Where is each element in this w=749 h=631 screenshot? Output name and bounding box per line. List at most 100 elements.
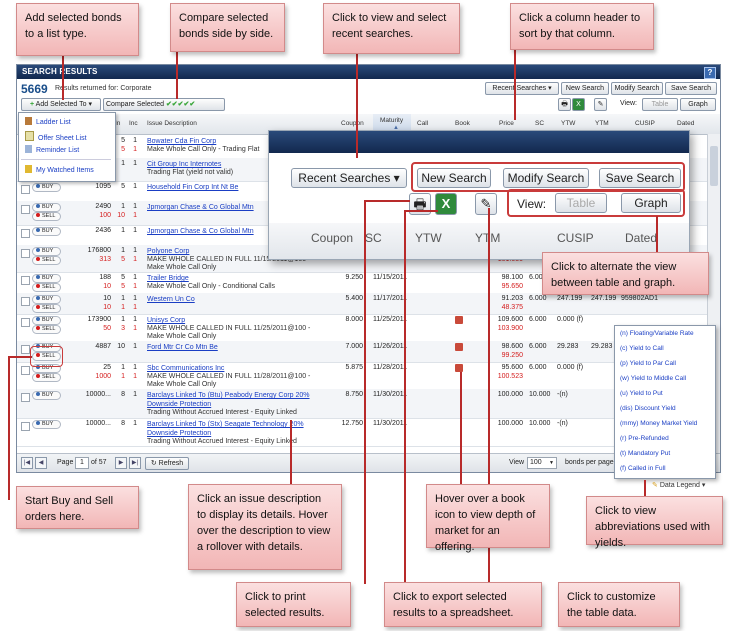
col-header-ytw[interactable]: YTW bbox=[561, 120, 576, 127]
print-icon[interactable]: 🖶 bbox=[558, 98, 571, 111]
row-checkbox[interactable] bbox=[21, 345, 30, 354]
buy-button[interactable]: BUY bbox=[32, 364, 61, 373]
row-checkbox[interactable] bbox=[21, 366, 30, 375]
sell-button[interactable]: SELL bbox=[32, 325, 61, 334]
graph-view-button-small[interactable]: Graph bbox=[680, 98, 716, 111]
refresh-button[interactable]: ↻ Refresh bbox=[145, 457, 189, 470]
data-legend-button[interactable]: ✎ Data Legend ▾ bbox=[652, 481, 705, 489]
issue-description-link[interactable]: Jpmorgan Chase & Co Global Mtn bbox=[147, 204, 254, 211]
page-number-input[interactable]: 1 bbox=[75, 457, 89, 469]
sell-button[interactable]: SELL bbox=[32, 283, 61, 292]
sell-button[interactable]: SELL bbox=[32, 212, 61, 221]
col-header-dated[interactable]: Dated bbox=[677, 120, 695, 127]
col-header-issue-description[interactable]: Issue Description bbox=[147, 120, 197, 127]
recent-searches-button-small[interactable]: Recent Searches ▾ bbox=[485, 82, 559, 95]
buy-button[interactable]: BUY bbox=[32, 203, 61, 212]
save-search-button[interactable]: Save Search bbox=[599, 168, 681, 188]
table-view-button[interactable]: Table bbox=[555, 193, 607, 213]
col-header-sc[interactable]: SC bbox=[535, 120, 545, 127]
dropdown-item-offer-sheet[interactable]: Offer Sheet List bbox=[25, 131, 87, 142]
sell-button[interactable]: SELL bbox=[32, 256, 61, 265]
col-header-price[interactable]: Price bbox=[499, 120, 514, 127]
col-header-maturity[interactable]: Maturity bbox=[380, 117, 404, 124]
book-icon[interactable] bbox=[455, 343, 463, 351]
buy-button[interactable]: BUY bbox=[32, 391, 61, 400]
dropdown-item-watched-items[interactable]: My Watched Items bbox=[25, 165, 94, 174]
row-checkbox[interactable] bbox=[21, 393, 30, 402]
row-checkbox[interactable] bbox=[21, 276, 30, 285]
col-header-inc[interactable]: Inc bbox=[129, 120, 138, 127]
issue-description-link[interactable]: Trailer Bridge bbox=[147, 275, 189, 282]
modify-search-button-small[interactable]: Modify Search bbox=[611, 82, 663, 95]
buy-button[interactable]: BUY bbox=[32, 274, 61, 283]
print-icon-large[interactable]: 🖶 bbox=[409, 193, 431, 215]
buy-button[interactable]: BUY bbox=[32, 227, 61, 236]
book-icon[interactable] bbox=[455, 316, 463, 324]
col-header-ytm[interactable]: YTM bbox=[595, 120, 609, 127]
issue-description-link[interactable]: Western Un Co bbox=[147, 296, 195, 303]
buy-button[interactable]: BUY bbox=[32, 295, 61, 304]
dropdown-item-reminder-list[interactable]: Reminder List bbox=[25, 145, 79, 154]
help-icon[interactable]: ? bbox=[704, 67, 716, 79]
scroll-thumb[interactable] bbox=[710, 146, 718, 186]
col-header-call[interactable]: Call bbox=[417, 120, 429, 127]
customize-table-icon[interactable]: ✎ bbox=[594, 98, 607, 111]
customize-icon-large[interactable]: ✎ bbox=[475, 193, 497, 215]
issue-description-link[interactable]: Barclays Linked To (Stx) Seagate Technol… bbox=[147, 421, 304, 437]
new-search-button-small[interactable]: New Search bbox=[561, 82, 609, 95]
row-checkbox[interactable] bbox=[21, 205, 30, 214]
buy-button[interactable]: BUY bbox=[32, 316, 61, 325]
issue-description-link[interactable]: Jpmorgan Chase & Co Global Mtn bbox=[147, 228, 254, 235]
recent-searches-button[interactable]: Recent Searches ▾ bbox=[291, 168, 407, 188]
row-checkbox[interactable] bbox=[21, 422, 30, 431]
buy-button[interactable]: BUY bbox=[32, 247, 61, 256]
first-page-icon[interactable]: |◀ bbox=[21, 457, 33, 469]
buy-button[interactable]: BUY bbox=[32, 183, 61, 192]
price-bid: 99.250 bbox=[501, 352, 523, 359]
compare-selected-button[interactable]: Compare Selected ✔✔✔✔✔ bbox=[103, 98, 225, 111]
col-header-coupon[interactable]: Coupon bbox=[341, 120, 364, 127]
add-selected-to-button[interactable]: + Add Selected To ▾ bbox=[21, 98, 101, 111]
table-view-button-small[interactable]: Table bbox=[642, 98, 678, 111]
next-page-icon[interactable]: ▶ bbox=[115, 457, 127, 469]
export-spreadsheet-icon[interactable]: X bbox=[572, 98, 585, 111]
row-checkbox[interactable] bbox=[21, 318, 30, 327]
book-icon[interactable] bbox=[455, 364, 463, 372]
col-header-book[interactable]: Book bbox=[455, 120, 470, 127]
issue-description-link[interactable]: Polyone Corp bbox=[147, 248, 190, 255]
issue-description-link[interactable]: Ford Mtr Cr Co Mtn Be bbox=[147, 344, 218, 351]
sell-button[interactable]: SELL bbox=[32, 304, 61, 313]
issue-description-link[interactable]: Cit Group Inc Internotes bbox=[147, 161, 222, 168]
sell-button[interactable]: SELL bbox=[32, 352, 61, 361]
qty-buy: 10000... bbox=[85, 391, 111, 398]
col-header-in[interactable]: In bbox=[115, 120, 121, 127]
issue-description-link[interactable]: Household Fin Corp Int Nt Be bbox=[147, 184, 239, 191]
sell-button[interactable]: SELL bbox=[32, 373, 61, 382]
prev-page-icon[interactable]: ◀ bbox=[35, 457, 47, 469]
issue-description-link[interactable]: Sbc Communications Inc bbox=[147, 365, 225, 372]
dropdown-item-ladder-list[interactable]: Ladder List bbox=[25, 117, 71, 126]
graph-view-button[interactable]: Graph bbox=[621, 193, 681, 213]
row-checkbox[interactable] bbox=[21, 249, 30, 258]
buy-button[interactable]: BUY bbox=[32, 420, 61, 429]
col-header-cusip[interactable]: CUSIP bbox=[635, 120, 655, 127]
new-search-button[interactable]: New Search bbox=[417, 168, 491, 188]
ytw-value: -(n) bbox=[557, 420, 568, 427]
row-checkbox[interactable] bbox=[21, 297, 30, 306]
row-checkbox[interactable] bbox=[21, 229, 30, 238]
issue-description-link[interactable]: Bowater Cda Fin Corp bbox=[147, 138, 217, 145]
row-checkbox[interactable] bbox=[21, 185, 30, 194]
issue-description-link[interactable]: Unisys Corp bbox=[147, 317, 186, 324]
issue-description-link[interactable]: Barclays Linked To (Btu) Peabody Energy … bbox=[147, 392, 310, 408]
export-icon-large[interactable]: X bbox=[435, 193, 457, 215]
per-page-select[interactable]: 100▼ bbox=[527, 457, 557, 469]
save-search-button-small[interactable]: Save Search bbox=[665, 82, 717, 95]
last-page-icon[interactable]: ▶| bbox=[129, 457, 141, 469]
modify-search-button[interactable]: Modify Search bbox=[503, 168, 589, 188]
